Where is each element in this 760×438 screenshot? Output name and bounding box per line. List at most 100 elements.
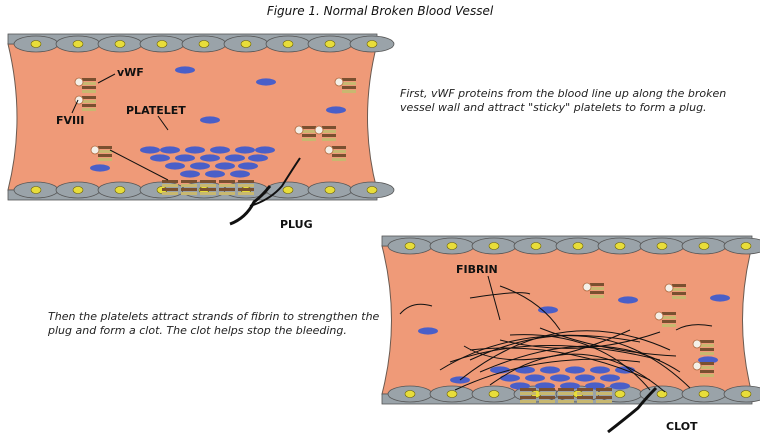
vwf-protein-stripe: [82, 86, 96, 89]
platelet: [225, 154, 245, 161]
vwf-protein-stripe: [82, 90, 96, 93]
fviii-factor: [655, 312, 663, 320]
vwf-protein-stripe: [82, 100, 96, 103]
fviii-factor: [693, 340, 701, 348]
cell-nucleus: [573, 243, 583, 250]
fviii-factor: [583, 283, 591, 291]
platelet: [248, 154, 268, 161]
plug-vwf-stripe: [520, 388, 536, 391]
cell-nucleus: [157, 41, 167, 48]
vwf-protein-stripe: [82, 96, 96, 99]
vwf-protein-stripe: [700, 366, 714, 369]
plug-vwf-stripe: [219, 180, 235, 183]
vwf-protein-stripe: [82, 104, 96, 107]
cell-nucleus: [657, 391, 667, 398]
vwf-protein-stripe: [332, 158, 346, 161]
vwf-protein-stripe: [700, 340, 714, 343]
cell-nucleus: [447, 243, 457, 250]
plug-vwf-stripe: [181, 180, 197, 183]
fviii-factor: [295, 126, 303, 134]
cell-nucleus: [741, 391, 751, 398]
platelet: [590, 366, 610, 373]
plug-vwf-stripe: [539, 400, 555, 403]
cell-nucleus: [199, 41, 209, 48]
platelet: [255, 146, 275, 153]
vwf-protein-stripe: [302, 126, 316, 129]
label-fviii: FVIII: [56, 114, 84, 127]
cell-nucleus: [367, 187, 377, 194]
platelet: [185, 146, 205, 153]
platelet: [575, 374, 595, 381]
platelet: [160, 146, 180, 153]
plug-vwf-stripe: [181, 192, 197, 195]
platelet: [200, 154, 220, 161]
plug-vwf-stripe: [238, 188, 254, 191]
plug-vwf-stripe: [558, 388, 574, 391]
vwf-protein-stripe: [98, 158, 112, 161]
platelet: [175, 154, 195, 161]
platelet: [326, 106, 346, 113]
cell-nucleus: [531, 243, 541, 250]
cell-nucleus: [489, 243, 499, 250]
fviii-factor: [91, 146, 99, 154]
cell-nucleus: [615, 391, 625, 398]
vwf-protein-stripe: [662, 316, 676, 319]
cell-nucleus: [325, 41, 335, 48]
platelet: [150, 154, 170, 161]
plug-vwf-stripe: [577, 392, 593, 395]
vwf-protein-stripe: [590, 295, 604, 298]
bottom-vessel-wall-top: [382, 236, 760, 254]
platelet: [238, 162, 258, 169]
platelet: [710, 294, 730, 301]
plug-vwf-stripe: [596, 400, 612, 403]
plug-vwf-stripe: [577, 388, 593, 391]
cell-nucleus: [325, 187, 335, 194]
plug-vwf-stripe: [596, 392, 612, 395]
platelet: [565, 366, 585, 373]
plug-vwf-stripe: [577, 396, 593, 399]
platelet: [175, 66, 195, 73]
plug-vwf-stripe: [162, 188, 178, 191]
top-vessel-wall-top: [8, 34, 394, 52]
cell-nucleus: [73, 187, 83, 194]
plug-vwf-stripe: [539, 388, 555, 391]
vwf-protein-stripe: [700, 348, 714, 351]
plug-vwf-stripe: [539, 392, 555, 395]
plug-vwf-stripe: [558, 400, 574, 403]
platelet: [205, 170, 225, 177]
plug-vwf-stripe: [539, 396, 555, 399]
vwf-protein-stripe: [302, 134, 316, 137]
plug-vwf-stripe: [219, 192, 235, 195]
cell-nucleus: [283, 187, 293, 194]
vwf-protein-stripe: [342, 90, 356, 93]
fviii-factor: [315, 126, 323, 134]
platelet: [418, 327, 438, 334]
fviii-factor: [665, 284, 673, 292]
platelet: [190, 162, 210, 169]
plug-vwf-stripe: [238, 192, 254, 195]
fviii-factor: [75, 78, 83, 86]
plug-vwf-stripe: [200, 188, 216, 191]
label-plug: PLUG: [280, 218, 313, 231]
platelet: [550, 374, 570, 381]
cell-nucleus: [241, 41, 251, 48]
top-vessel: vWF FVIII PLATELET PLUG: [8, 34, 394, 231]
caption-then: Then the platelets attract strands of fi…: [48, 310, 398, 338]
vwf-protein-stripe: [98, 146, 112, 149]
vwf-protein-stripe: [700, 370, 714, 373]
label-fibrin: FIBRIN: [456, 263, 498, 276]
vwf-protein-stripe: [590, 283, 604, 286]
vwf-protein-stripe: [302, 138, 316, 141]
vwf-protein-stripe: [590, 291, 604, 294]
platelet: [200, 116, 220, 123]
platelet: [540, 366, 560, 373]
plug-vwf-stripe: [558, 392, 574, 395]
cell-nucleus: [447, 391, 457, 398]
plug-vwf-stripe: [181, 188, 197, 191]
vwf-protein-stripe: [672, 292, 686, 295]
platelet: [256, 78, 276, 85]
label-vwf: vWF: [117, 66, 144, 79]
vwf-protein-stripe: [590, 287, 604, 290]
cell-nucleus: [115, 187, 125, 194]
vwf-protein-stripe: [342, 82, 356, 85]
